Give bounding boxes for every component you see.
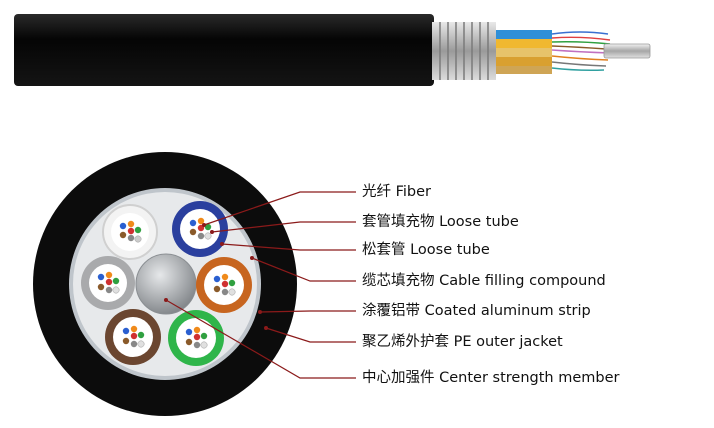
outer-jacket-side	[14, 14, 434, 86]
label-pe-outer-jacket: 聚乙烯外护套 PE outer jacket	[362, 334, 563, 350]
label-cable-filling-compound: 缆芯填充物 Cable filling compound	[362, 273, 606, 289]
leader-pe-jacket	[265, 327, 356, 343]
center-strength-member	[135, 253, 197, 315]
loose-tube-orange	[196, 257, 252, 313]
label-fiber: 光纤 Fiber	[362, 184, 432, 200]
leader-loose-tube-filling	[211, 221, 356, 233]
aluminum-strip-side	[432, 22, 496, 80]
leader-fiber	[203, 191, 356, 226]
leader-aluminum-strip	[259, 310, 356, 313]
leader-cable-filling	[251, 257, 356, 282]
cable-cross-section	[33, 152, 297, 416]
label-loose-tube-filling: 套管填充物 Loose tube	[362, 214, 519, 230]
loose-tube-gray	[81, 256, 135, 310]
leader-lines	[165, 191, 356, 379]
label-center-strength-member: 中心加强件 Center strength member	[362, 370, 620, 386]
leader-dots	[164, 223, 268, 330]
fibers-side	[551, 31, 611, 71]
label-coated-aluminum-strip: 涂覆铝带 Coated aluminum strip	[362, 303, 591, 319]
loose-tube-blue	[172, 201, 228, 257]
center-rod-side	[603, 43, 651, 59]
leader-loose-tube	[221, 243, 356, 251]
label-loose-tube: 松套管 Loose tube	[362, 242, 490, 258]
loose-tubes-side	[496, 30, 552, 74]
loose-tube-green	[168, 310, 224, 366]
loose-tube-brown	[105, 309, 161, 365]
leader-center-member	[165, 299, 356, 379]
loose-tube-white	[102, 204, 158, 260]
cable-side-view	[14, 14, 651, 86]
